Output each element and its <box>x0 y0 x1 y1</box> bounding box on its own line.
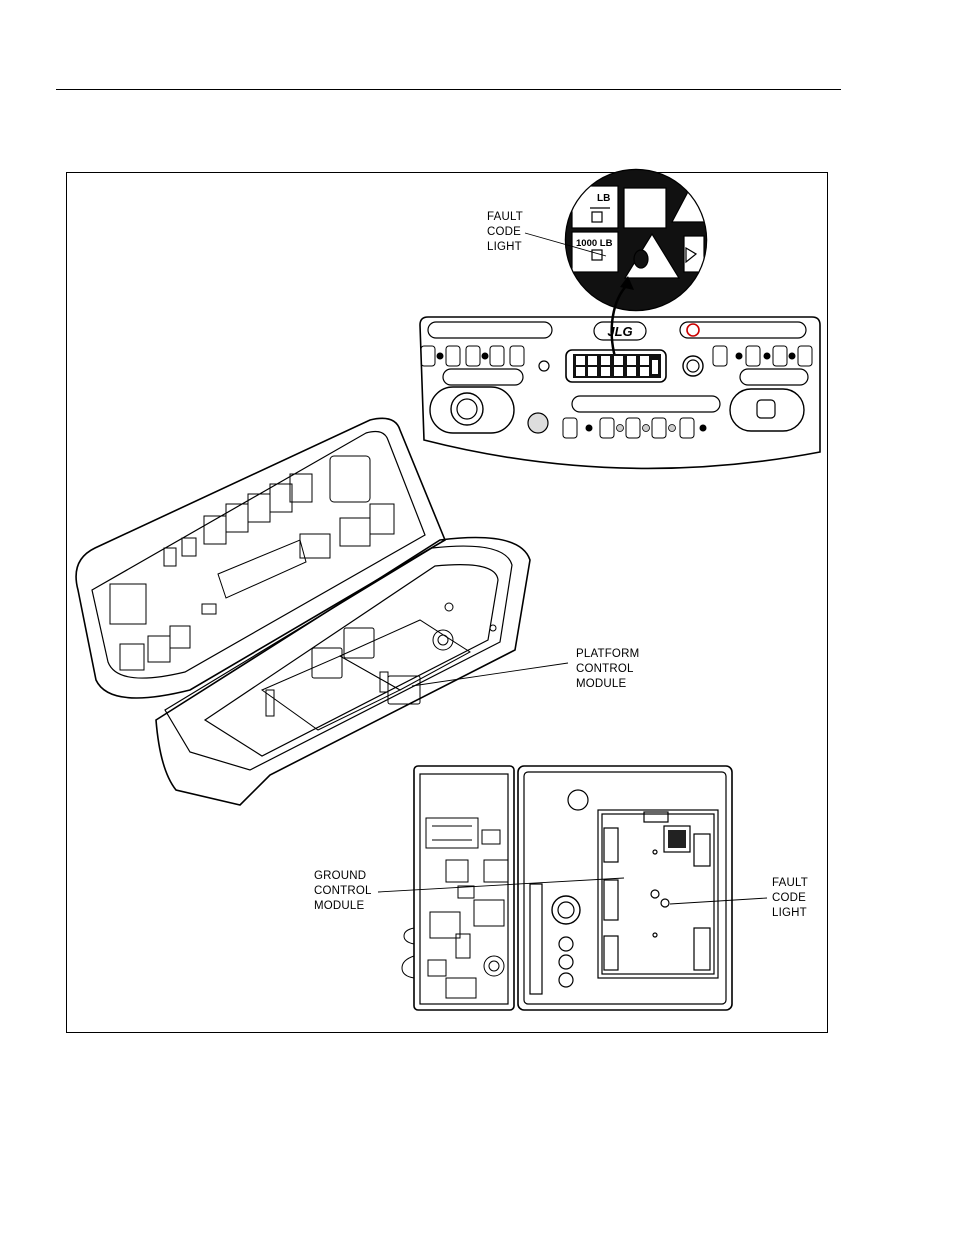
label-ground-control-module: GROUND CONTROL MODULE <box>314 869 372 914</box>
label-fault-code-light-top: FAULT CODE LIGHT <box>487 210 523 255</box>
zoom-capacity-upper: LB <box>597 193 610 204</box>
platform-box <box>76 418 530 805</box>
zoom-detail: LB 1000 LB <box>560 170 720 357</box>
label-platform-control-module: PLATFORM CONTROL MODULE <box>576 647 639 692</box>
control-panel: JLG <box>420 317 820 468</box>
leader-lines <box>378 233 767 904</box>
jlg-logo: JLG <box>607 324 632 339</box>
label-fault-code-light-ground: FAULT CODE LIGHT <box>772 876 808 921</box>
zoom-capacity-lower: 1000 LB <box>576 238 613 249</box>
